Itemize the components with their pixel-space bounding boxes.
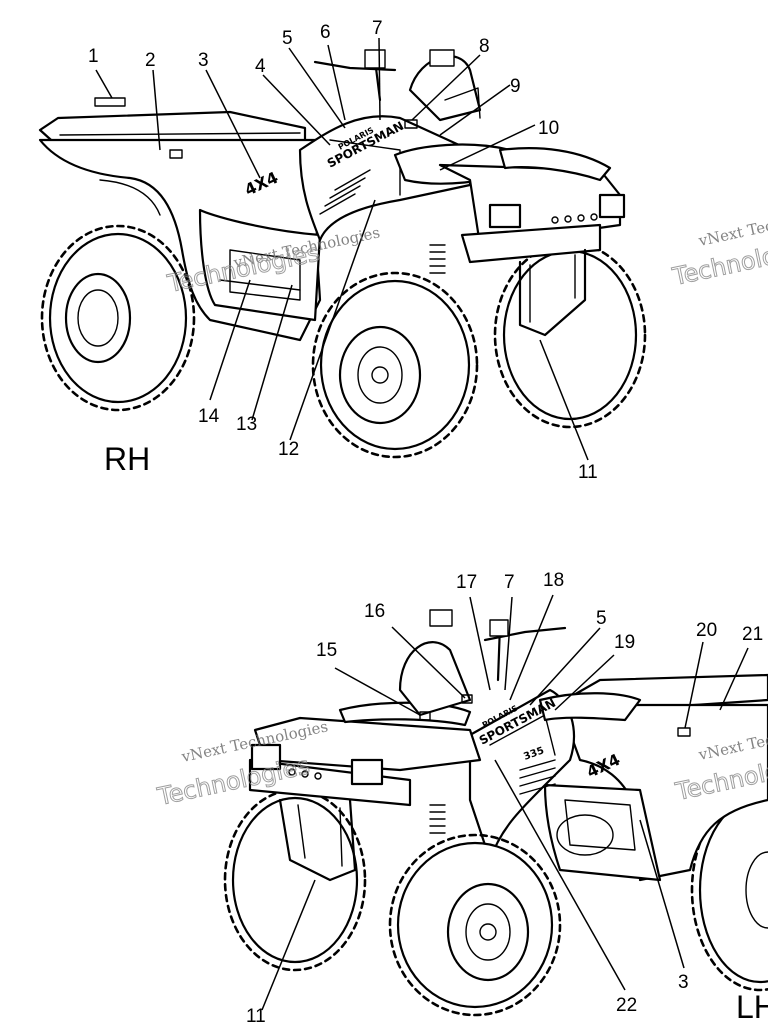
atv-rh-view: 4X4 SPORTSMAN POLARIS [38,37,647,461]
callout-11: 11 [578,462,598,483]
callout-14: 14 [198,406,220,427]
callout-7-lh: 7 [504,572,515,593]
callout-7: 7 [372,18,383,39]
callout-21: 21 [742,624,763,645]
atv-lh-view: 4X4 SPORTSMAN POLARIS 335 [223,594,768,1017]
rh-decal-2 [169,149,183,159]
lh-body [248,609,768,882]
lh-front-far-wheel [223,788,367,972]
rh-stripes [319,169,371,215]
callout-11-lh: 11 [246,1006,266,1024]
callout-3-lh: 3 [678,972,689,993]
callout-10: 10 [538,118,559,139]
watermark-top-right-1: vNext Technologies [696,201,768,250]
lh-stripes [519,759,556,795]
view-label-lh: LH [736,989,768,1024]
rh-callouts: 1 2 3 4 5 6 7 8 9 10 11 12 13 14 RH [88,18,598,483]
lh-callouts: 15 16 17 7 18 5 19 20 21 11 3 22 LH [246,570,768,1024]
lh-decal-15 [419,711,431,721]
rh-decal-1 [94,97,126,107]
lh-front-wheel [388,833,562,1017]
rh-rear-right-wheel [493,241,647,429]
callout-4: 4 [255,56,266,77]
rh-front-wheel [311,271,479,459]
rh-leader-lines [95,37,589,461]
callout-1: 1 [88,46,99,67]
callout-12: 12 [278,439,299,460]
callout-6: 6 [320,22,331,43]
callout-2: 2 [145,50,156,71]
view-label-rh: RH [104,441,150,477]
callout-17: 17 [456,572,477,593]
callout-3: 3 [198,50,209,71]
callout-5-lh: 5 [596,608,607,629]
callout-5: 5 [282,28,293,49]
rh-rear-wheel [40,224,196,412]
rh-decal-8 [404,119,418,129]
rh-body [38,49,626,342]
lh-decal-20 [677,727,691,737]
callout-20: 20 [696,620,717,641]
lh-decal-16 [461,694,473,704]
callout-22: 22 [616,995,637,1016]
callout-16: 16 [364,601,385,622]
watermark-bottom-left-2: Technologies [154,751,312,811]
callout-19: 19 [614,632,635,653]
callout-9: 9 [510,76,521,97]
callout-18: 18 [543,570,564,591]
callout-15: 15 [316,640,337,661]
lh-leader-lines [261,594,749,1011]
callout-13: 13 [236,414,257,435]
callout-8: 8 [479,36,490,57]
